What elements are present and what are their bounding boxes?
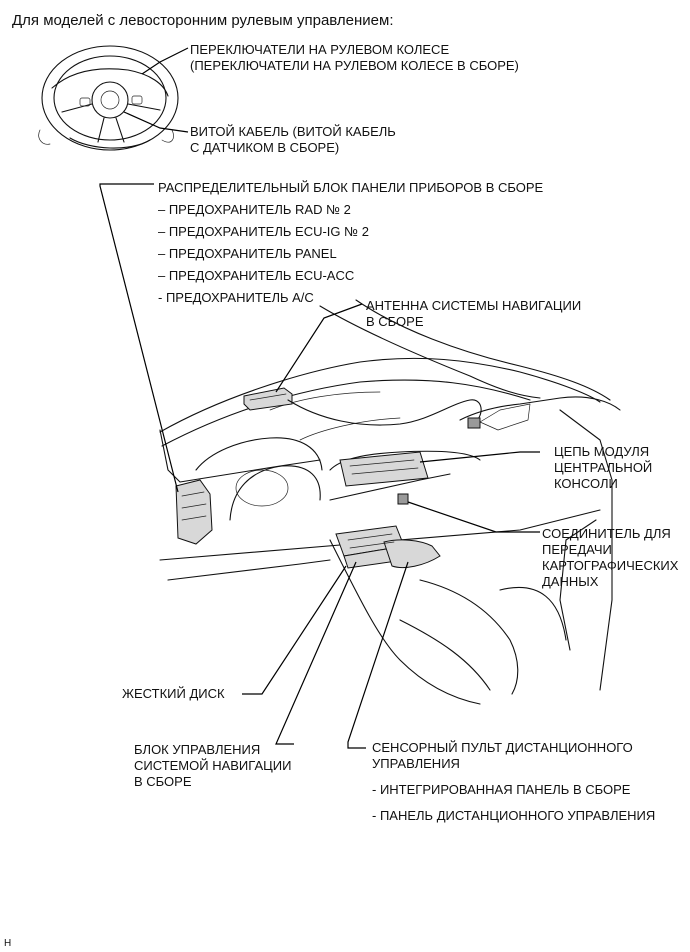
label-line: ЦЕНТРАЛЬНОЙ	[554, 460, 653, 475]
label-line: (ПЕРЕКЛЮЧАТЕЛИ НА РУЛЕВОМ КОЛЕСЕ В СБОРЕ…	[190, 58, 519, 73]
label-line: ПЕРЕКЛЮЧАТЕЛИ НА РУЛЕВОМ КОЛЕСЕ	[190, 42, 450, 57]
label-junction-block: РАСПРЕДЕЛИТЕЛЬНЫЙ БЛОК ПАНЕЛИ ПРИБОРОВ В…	[158, 178, 543, 308]
center-console-module-illustration	[339, 451, 429, 505]
instrument-panel-illustration	[159, 299, 621, 705]
label-line: УПРАВЛЕНИЯ	[372, 756, 460, 771]
label-line: КАРТОГРАФИЧЕСКИХ	[542, 558, 679, 573]
label-line: СИСТЕМОЙ НАВИГАЦИИ	[134, 758, 292, 773]
label-line: СЕНСОРНЫЙ ПУЛЬТ ДИСТАНЦИОННОГО	[372, 740, 633, 755]
label-hard-disk: ЖЕСТКИЙ ДИСК	[122, 686, 225, 701]
remote-touch-item: - ИНТЕГРИРОВАННАЯ ПАНЕЛЬ В СБОРЕ	[372, 782, 631, 797]
label-spiral-cable: ВИТОЙ КАБЕЛЬ (ВИТОЙ КАБЕЛЬ С ДАТЧИКОМ В …	[190, 124, 396, 156]
label-navigation-ecu: БЛОК УПРАВЛЕНИЯ СИСТЕМОЙ НАВИГАЦИИ В СБО…	[134, 742, 291, 790]
label-center-console-module: ЦЕПЬ МОДУЛЯ ЦЕНТРАЛЬНОЙ КОНСОЛИ	[554, 444, 652, 492]
fuse-item: – ПРЕДОХРАНИТЕЛЬ ECU-ACC	[158, 268, 355, 283]
label-line: СОЕДИНИТЕЛЬ ДЛЯ	[542, 526, 671, 541]
label-line: ДАННЫХ	[542, 574, 599, 589]
label-line: ВИТОЙ КАБЕЛЬ (ВИТОЙ КАБЕЛЬ	[190, 124, 396, 139]
navigation-ecu-illustration	[335, 525, 441, 569]
fuse-item: - ПРЕДОХРАНИТЕЛЬ A/C	[158, 290, 314, 305]
label-remote-touch: СЕНСОРНЫЙ ПУЛЬТ ДИСТАНЦИОННОГО УПРАВЛЕНИ…	[372, 740, 655, 824]
label-line: В СБОРЕ	[366, 314, 424, 329]
label-line: БЛОК УПРАВЛЕНИЯ	[134, 742, 261, 757]
fuse-item: – ПРЕДОХРАНИТЕЛЬ PANEL	[158, 246, 337, 261]
label-line: С ДАТЧИКОМ В СБОРЕ)	[190, 140, 340, 155]
page-heading: Для моделей с левосторонним рулевым упра…	[12, 12, 394, 29]
label-line: КОНСОЛИ	[554, 476, 618, 491]
leader-lines	[99, 47, 540, 749]
steering-wheel-illustration	[38, 45, 179, 151]
label-line: В СБОРЕ	[134, 774, 192, 789]
label-line: ЦЕПЬ МОДУЛЯ	[554, 444, 650, 459]
antenna-illustration	[243, 387, 482, 429]
junction-block-illustration	[175, 479, 213, 545]
label-line: ПЕРЕДАЧИ	[542, 542, 612, 557]
label-navigation-antenna: АНТЕННА СИСТЕМЫ НАВИГАЦИИ В СБОРЕ	[366, 298, 581, 330]
label-line: АНТЕННА СИСТЕМЫ НАВИГАЦИИ	[366, 298, 582, 313]
label-title: РАСПРЕДЕЛИТЕЛЬНЫЙ БЛОК ПАНЕЛИ ПРИБОРОВ В…	[158, 180, 544, 195]
fuse-item: – ПРЕДОХРАНИТЕЛЬ ECU-IG № 2	[158, 224, 369, 239]
label-steering-pad-switch: ПЕРЕКЛЮЧАТЕЛИ НА РУЛЕВОМ КОЛЕСЕ (ПЕРЕКЛЮ…	[190, 42, 519, 74]
fuse-item: – ПРЕДОХРАНИТЕЛЬ RAD № 2	[158, 202, 351, 217]
label-map-data-connector: СОЕДИНИТЕЛЬ ДЛЯ ПЕРЕДАЧИ КАРТОГРАФИЧЕСКИ…	[542, 526, 678, 590]
remote-touch-item: - ПАНЕЛЬ ДИСТАНЦИОННОГО УПРАВЛЕНИЯ	[372, 808, 656, 823]
figure-id: H	[4, 938, 12, 949]
